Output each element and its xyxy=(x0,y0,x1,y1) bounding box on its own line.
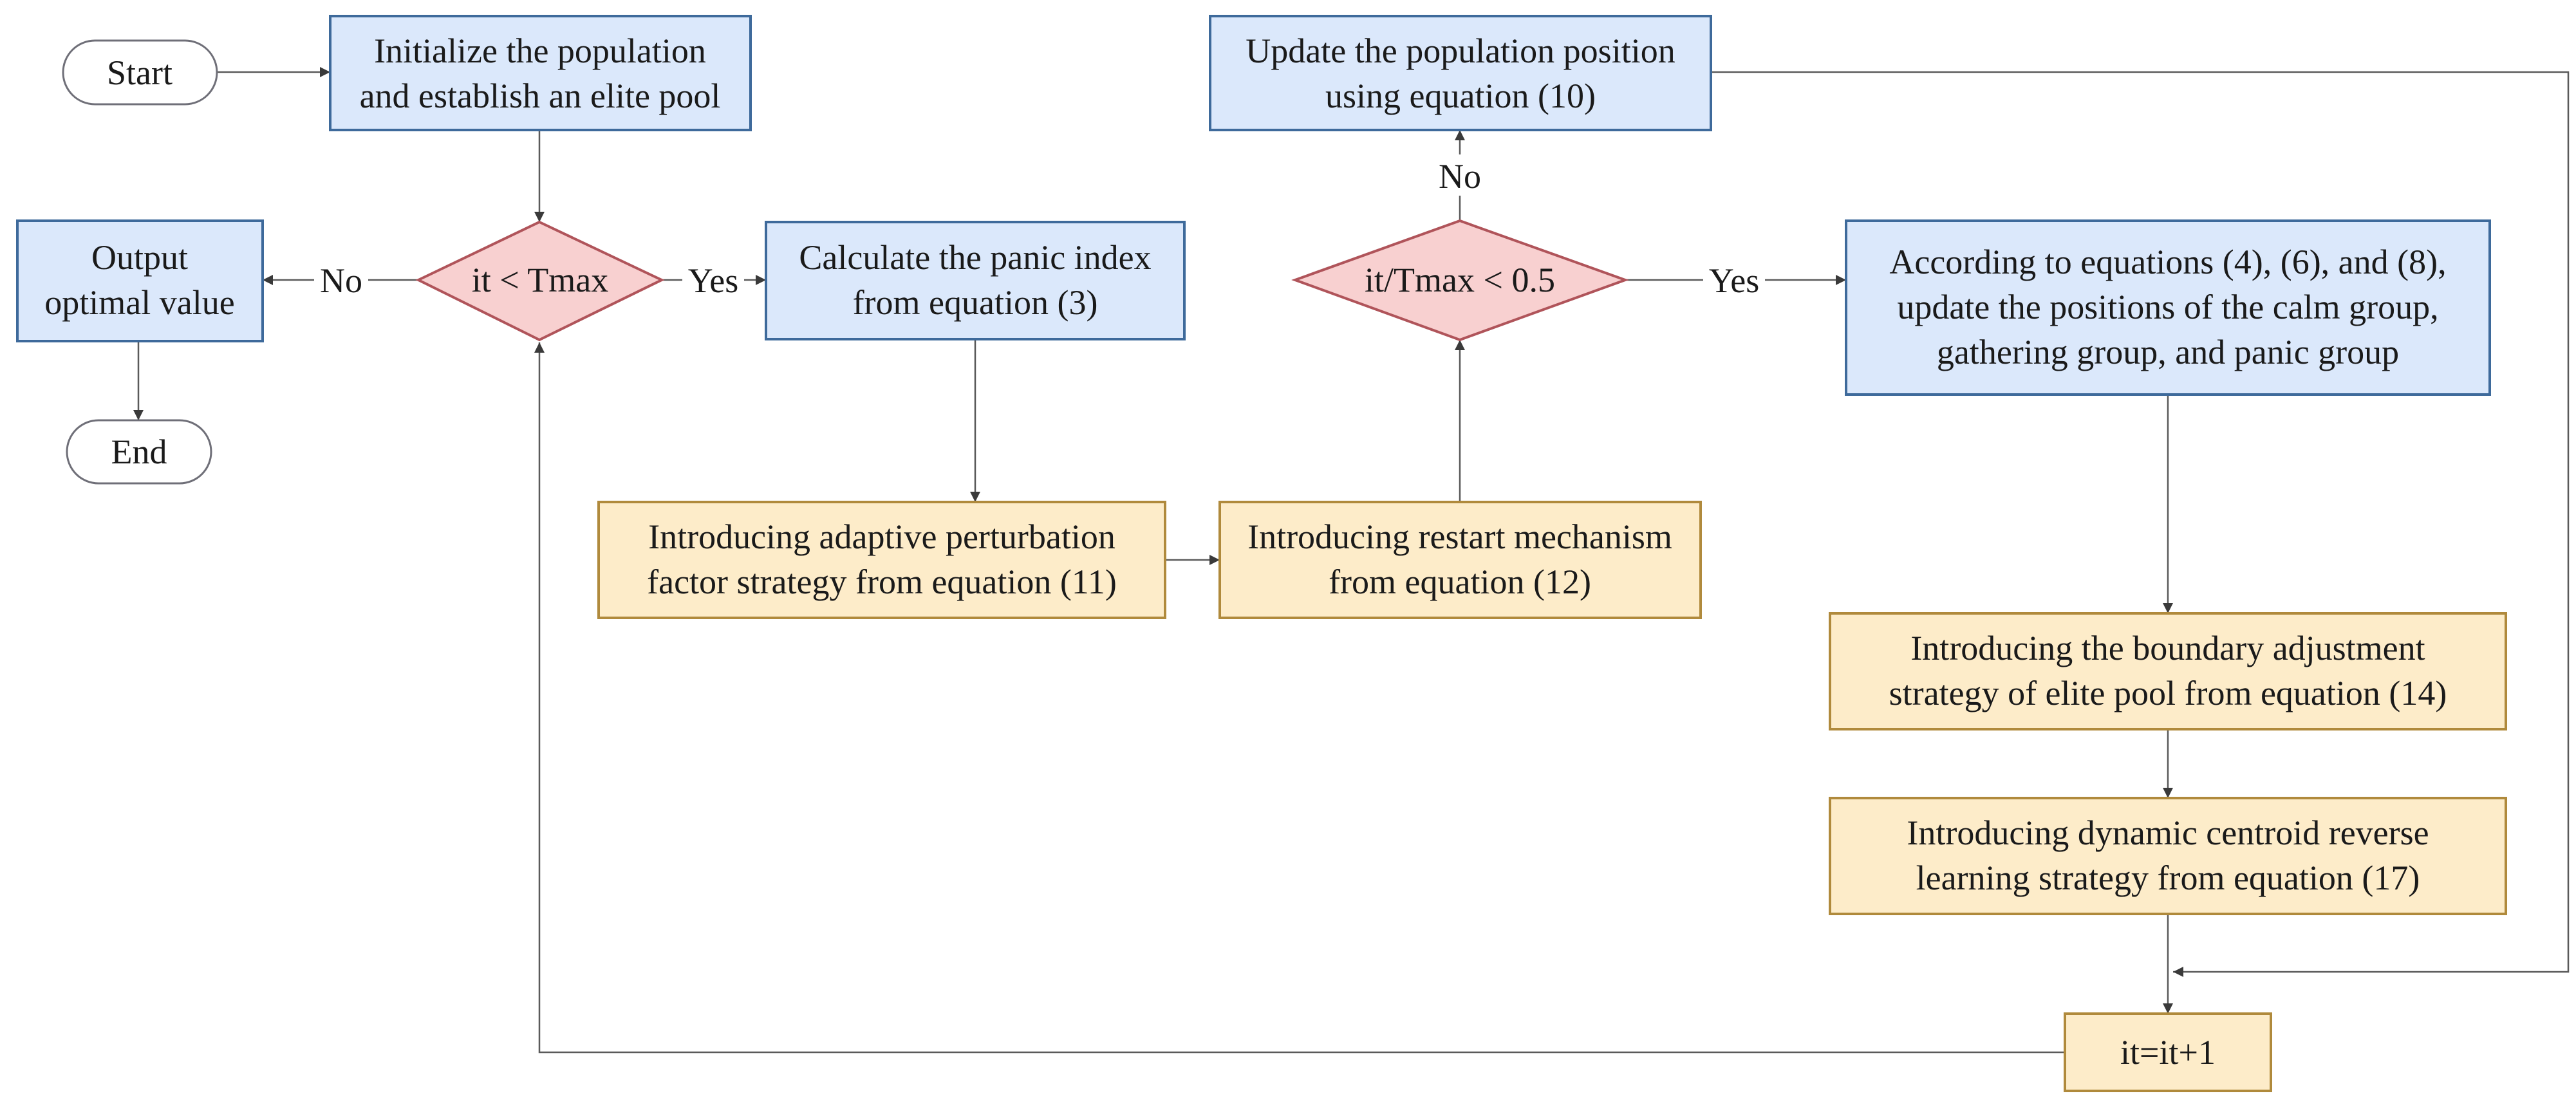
increment-label: it=it+1 xyxy=(2120,1033,2216,1072)
label-yes-panic: Yes xyxy=(688,261,739,300)
groups-update-line-1: According to equations (4), (6), and (8)… xyxy=(1889,243,2446,281)
end-label: End xyxy=(111,433,167,471)
label-no-output: No xyxy=(320,261,362,300)
centroid-line-1: Introducing dynamic centroid reverse xyxy=(1907,814,2429,852)
perturbation-line-2: factor strategy from equation (11) xyxy=(647,563,1117,601)
init-node: Initialize the population and establish … xyxy=(329,15,752,131)
edge-update-to-increment xyxy=(1711,71,2570,977)
restart-node: Introducing restart mechanism from equat… xyxy=(1218,501,1702,619)
edge-increment-to-tmax xyxy=(534,342,2065,1054)
panic-index-line-1: Calculate the panic index xyxy=(799,238,1151,277)
update-population-line-1: Update the population position xyxy=(1246,32,1675,70)
edges xyxy=(133,67,2570,1054)
groups-update-line-2: update the positions of the calm group, xyxy=(1897,288,2438,326)
update-population-line-2: using equation (10) xyxy=(1325,77,1596,115)
perturbation-line-1: Introducing adaptive perturbation xyxy=(648,517,1115,556)
label-yes-groups: Yes xyxy=(1709,261,1760,300)
boundary-line-1: Introducing the boundary adjustment xyxy=(1910,629,2425,667)
restart-line-1: Introducing restart mechanism xyxy=(1247,517,1672,556)
boundary-line-2: strategy of elite pool from equation (14… xyxy=(1889,674,2447,712)
panic-index-line-2: from equation (3) xyxy=(853,283,1098,322)
decision-tmax-label: it < Tmax xyxy=(472,261,608,299)
boundary-node: Introducing the boundary adjustment stra… xyxy=(1829,612,2507,730)
init-line-2: and establish an elite pool xyxy=(360,77,721,115)
centroid-line-2: learning strategy from equation (17) xyxy=(1916,859,2420,897)
perturbation-node: Introducing adaptive perturbation factor… xyxy=(597,501,1166,619)
groups-update-node: According to equations (4), (6), and (8)… xyxy=(1845,219,2491,396)
output-line-2: optimal value xyxy=(44,283,234,322)
output-line-1: Output xyxy=(91,238,188,277)
panic-index-node: Calculate the panic index from equation … xyxy=(765,221,1186,340)
decision-half-label: it/Tmax < 0.5 xyxy=(1365,261,1555,299)
decision-half: it/Tmax < 0.5 xyxy=(1291,219,1629,342)
init-line-1: Initialize the population xyxy=(374,32,706,70)
groups-update-line-3: gathering group, and panic group xyxy=(1937,333,2399,371)
start-label: Start xyxy=(107,53,173,92)
label-no-update: No xyxy=(1439,157,1481,196)
restart-line-2: from equation (12) xyxy=(1329,563,1591,601)
start-node: Start xyxy=(62,39,218,106)
update-population-node: Update the population position using equ… xyxy=(1209,15,1712,131)
decision-tmax: it < Tmax xyxy=(415,220,665,342)
centroid-node: Introducing dynamic centroid reverse lea… xyxy=(1829,797,2507,915)
edge-labels: No Yes No Yes xyxy=(314,154,1765,300)
output-node: Output optimal value xyxy=(16,219,264,342)
increment-node: it=it+1 xyxy=(2064,1012,2272,1092)
end-node: End xyxy=(66,419,212,485)
